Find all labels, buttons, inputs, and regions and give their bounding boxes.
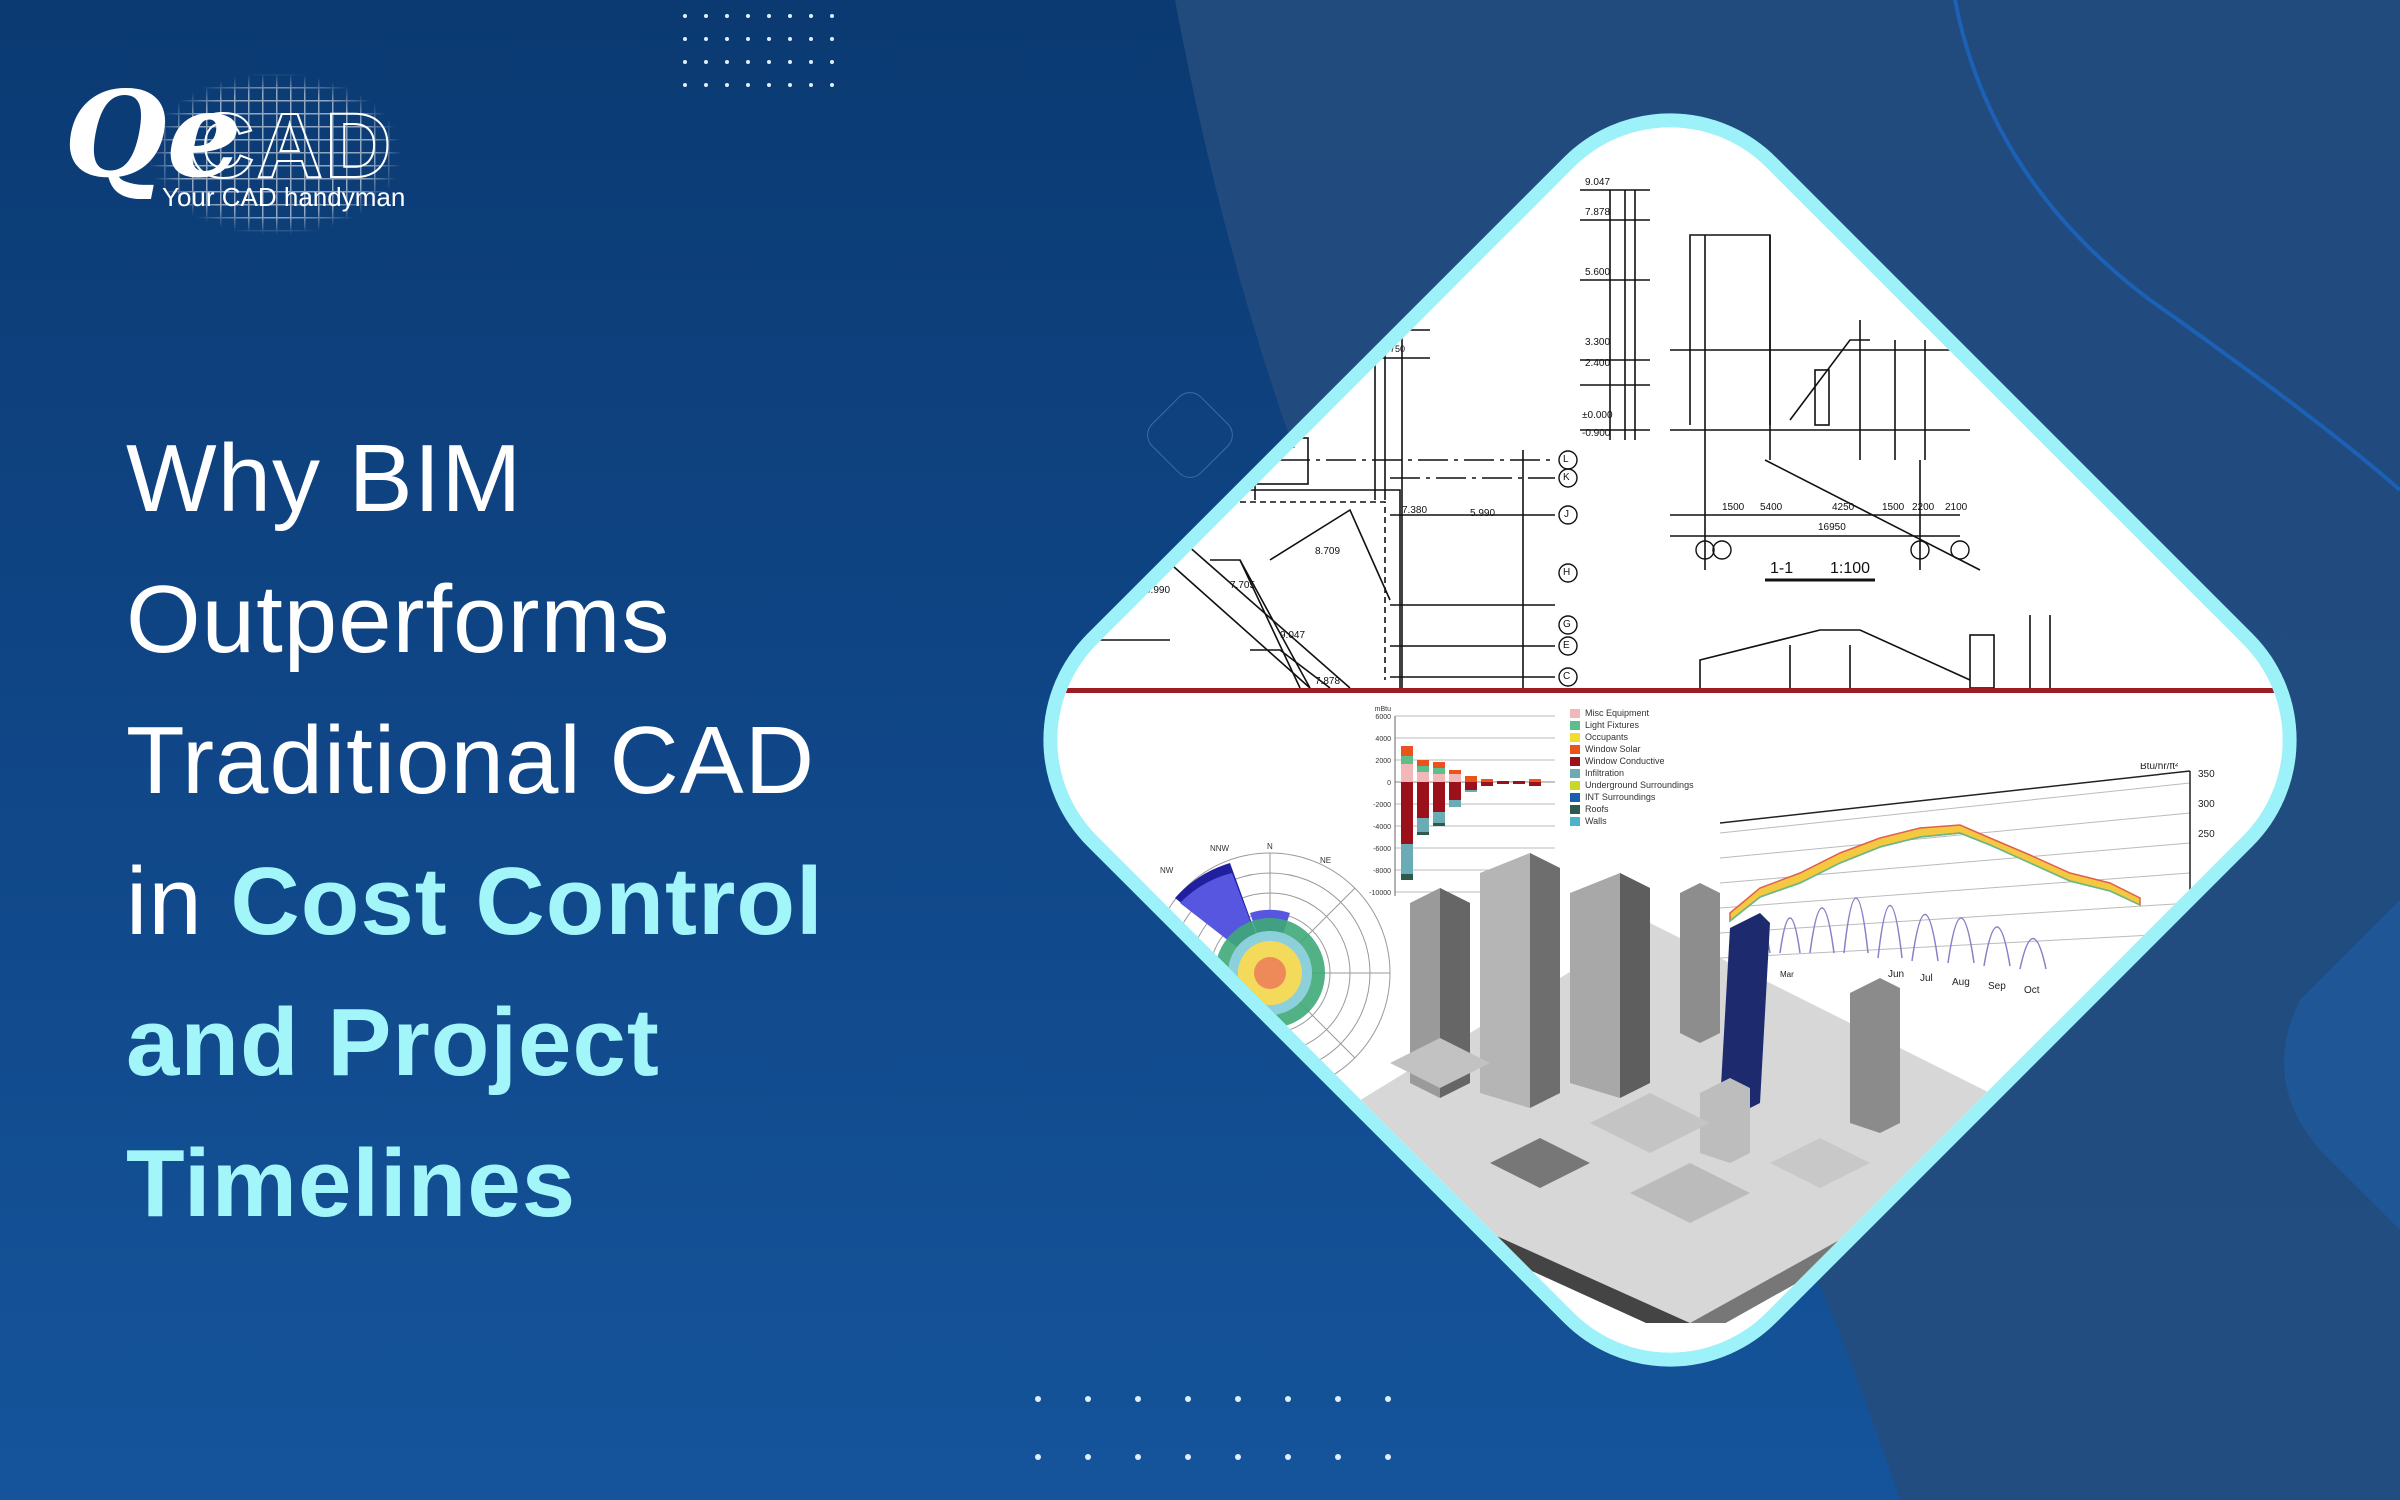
level-label: 8.709 xyxy=(1315,546,1341,557)
svg-text:Sep: Sep xyxy=(1988,981,2006,992)
decorative-dots-bottom xyxy=(1035,1396,1391,1460)
svg-text:-8000: -8000 xyxy=(1373,868,1391,875)
svg-text:Aug: Aug xyxy=(1952,977,1970,988)
logo-wordmark: CAD xyxy=(187,95,394,197)
headline-line-3: Traditional CAD xyxy=(126,707,816,814)
cad-drawing: 7 8 9 10 550 3300 4500 600 750 4.221 7.3… xyxy=(981,51,2359,689)
grid-label: G xyxy=(1563,619,1571,630)
wind-rose-annotation: 42% xyxy=(1290,1123,1311,1134)
level-label: 7.878 xyxy=(1585,207,1611,218)
legend-item: Window Solar xyxy=(1570,743,1694,755)
legend-item: Misc Equipment xyxy=(1570,707,1694,719)
legend-item: Light Fixtures xyxy=(1570,719,1694,731)
svg-text:Mar: Mar xyxy=(1780,970,1794,979)
dim-label: 2100 xyxy=(1945,502,1968,513)
level-label: ±0.000 xyxy=(1582,410,1613,421)
dim-label: 550 xyxy=(1200,316,1217,328)
svg-text:-10000: -10000 xyxy=(1369,890,1391,897)
grid-label-10: 10 xyxy=(1395,302,1407,313)
logo-tagline: Your CAD handyman xyxy=(162,182,406,212)
level-label: 2.400 xyxy=(1585,358,1611,369)
dim-label: 600 xyxy=(1375,344,1391,354)
svg-text:0: 0 xyxy=(1387,780,1391,787)
svg-text:6000: 6000 xyxy=(1375,714,1391,721)
qecad-logo[interactable]: Qe CAD Your CAD handyman xyxy=(60,65,405,234)
svg-text:N: N xyxy=(1267,843,1273,851)
dim-label: 3300 xyxy=(1210,344,1233,355)
y-axis-unit: Btu/hr/ft² xyxy=(2140,763,2179,772)
svg-text:NW: NW xyxy=(1160,866,1174,875)
svg-text:2000: 2000 xyxy=(1375,758,1391,765)
page-title: Why BIM Outperforms Traditional CAD in C… xyxy=(126,408,824,1254)
level-label: 7.705 xyxy=(1230,580,1256,591)
svg-text:4000: 4000 xyxy=(1375,736,1391,743)
grid-label-9: 9 xyxy=(1383,302,1390,314)
svg-text:300: 300 xyxy=(2198,799,2215,810)
headline-line-1: Why BIM xyxy=(126,425,523,532)
outline-diamond-decoration xyxy=(1140,385,1240,485)
svg-text:NE: NE xyxy=(1320,856,1331,865)
svg-text:Oct: Oct xyxy=(2024,985,2040,996)
level-label: 5.990 xyxy=(1145,585,1171,596)
svg-text:-2000: -2000 xyxy=(1373,802,1391,809)
section-scale: 1:100 xyxy=(1830,560,1871,577)
grid-label: H xyxy=(1563,567,1571,578)
grid-label-7: 7 xyxy=(1250,302,1257,314)
headline-accent-project: and Project xyxy=(126,989,660,1096)
logo-grid-pattern xyxy=(150,74,400,234)
level-label: 4.221 xyxy=(1270,440,1296,451)
svg-text:-4000: -4000 xyxy=(1373,824,1391,831)
dim-label: 1500 xyxy=(1722,502,1745,513)
dim-label: 1500 xyxy=(1882,502,1905,513)
svg-text:350: 350 xyxy=(2198,769,2215,780)
logo-mark: Qe xyxy=(64,65,242,204)
headline-accent-cost-control: Cost Control xyxy=(230,848,824,955)
level-label: -0.900 xyxy=(1582,428,1611,439)
dim-label: 4500 xyxy=(1305,344,1328,355)
legend-item: Occupants xyxy=(1570,731,1694,743)
level-label: 3.300 xyxy=(1585,337,1611,348)
svg-text:Jun: Jun xyxy=(1888,969,1904,980)
hero-image-frame: 7 8 9 10 550 3300 4500 600 750 4.221 7.3… xyxy=(981,51,2359,1429)
3d-city-model xyxy=(1290,853,2050,1323)
grid-label: L xyxy=(1563,454,1569,465)
svg-text:250: 250 xyxy=(2198,829,2215,840)
grid-label: C xyxy=(1563,671,1571,682)
hero-image: 7 8 9 10 550 3300 4500 600 750 4.221 7.3… xyxy=(981,51,2359,1429)
level-label: 9.047 xyxy=(1280,630,1306,641)
bim-analysis: mBtu 6000 4000 2000 0 -2000 -4000 -6000 -800… xyxy=(981,693,2359,1429)
dim-label: 4250 xyxy=(1832,502,1855,513)
headline-line-4-prefix: in xyxy=(126,848,231,955)
headline-accent-timelines: Timelines xyxy=(126,1130,577,1237)
level-label: 5.600 xyxy=(1585,267,1611,278)
headline-line-2: Outperforms xyxy=(126,566,671,673)
grid-label: J xyxy=(1564,509,1569,520)
section-title: 1-1 xyxy=(1770,560,1794,577)
grid-label: K xyxy=(1563,472,1570,483)
level-label: 9.047 xyxy=(1585,177,1611,188)
y-axis-label: mBtu xyxy=(1375,706,1391,713)
svg-text:Jul: Jul xyxy=(1920,973,1933,984)
svg-text:-6000: -6000 xyxy=(1373,846,1391,853)
dim-label: 5400 xyxy=(1760,502,1783,513)
level-label: 5.990 xyxy=(1470,508,1496,519)
wind-rose-chart: N NNW NW NE xyxy=(1149,843,1391,1094)
dim-total: 16950 xyxy=(1818,522,1846,533)
dim-label: 750 xyxy=(1390,344,1406,354)
wind-rose-annotation: 32% xyxy=(1290,1135,1311,1146)
grid-label-8: 8 xyxy=(1370,302,1377,314)
level-label: 7.878 xyxy=(1315,676,1341,687)
cad-linework xyxy=(1029,189,2051,689)
grid-label: E xyxy=(1563,640,1570,651)
svg-text:NNW: NNW xyxy=(1210,844,1230,853)
level-label: 7.380 xyxy=(1402,505,1428,516)
dim-label: 2200 xyxy=(1912,502,1935,513)
decorative-dots-top xyxy=(683,14,834,87)
